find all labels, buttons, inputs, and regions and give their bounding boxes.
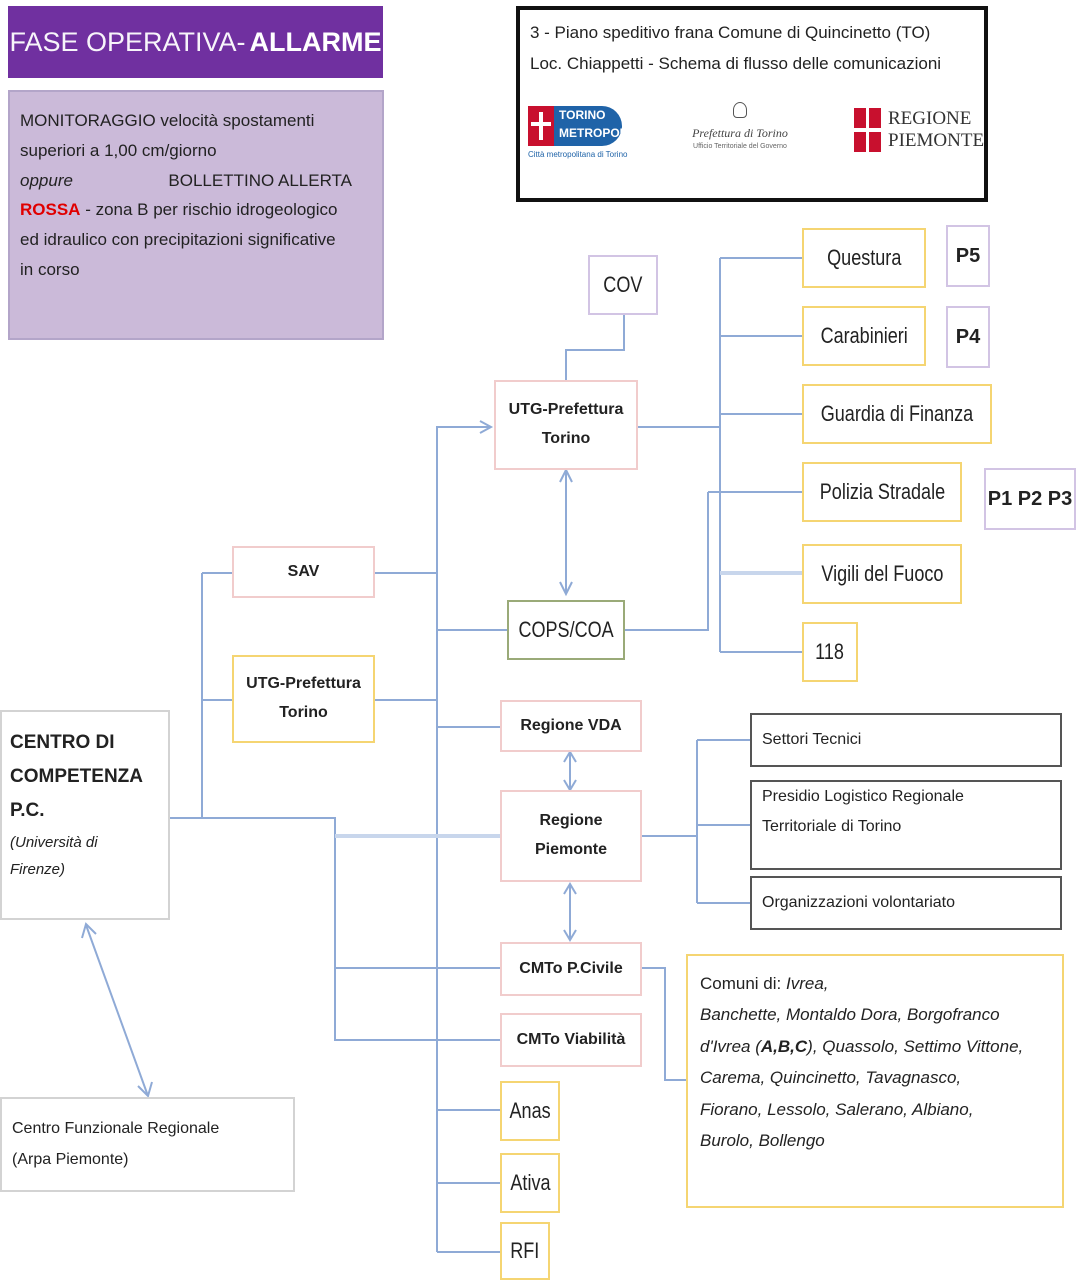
comuni-line-6: Burolo, Bollengo [700,1131,825,1151]
regione-logo-l1: REGIONE [888,108,972,129]
comuni-line-1: Comuni di: Ivrea, [700,968,1050,999]
phase-name: ALLARME [249,26,382,57]
phase-header: FASE OPERATIVA- ALLARME [8,6,383,78]
node-cov: COV [588,255,658,315]
badge-p1-p2-p3: P1 P2 P3 [984,468,1076,530]
utg-left-l1: UTG-Prefettura [246,675,361,693]
node-centro-competenza: CENTRO DI COMPETENZA P.C. (Università di… [0,710,170,920]
piemonte-l1: Regione [539,812,603,830]
node-regione-piemonte: Regione Piemonte [500,790,642,882]
cond-line-3: oppure BOLLETTINO ALLERTA [20,166,372,196]
node-settori-tecnici: Settori Tecnici [750,713,1062,767]
cond-line-5: ed idraulico con precipitazioni signific… [20,230,336,249]
torino-logo-sub: Città metropolitana di Torino [528,150,628,159]
node-polizia-stradale: Polizia Stradale [802,462,962,522]
node-cmto-pcivile: CMTo P.Civile [500,942,642,996]
node-cmto-viabilita: CMTo Viabilità [500,1013,642,1067]
utg-top-l2: Torino [541,430,591,447]
comuni-first: Ivrea, [786,974,829,993]
cfr-l1: Centro Funzionale Regionale [12,1120,220,1138]
badge-p4: P4 [946,306,990,368]
cond-line-1: MONITORAGGIO velocità spostamenti [20,111,315,130]
torino-logo-red-block [528,106,554,146]
regione-piemonte-logo: REGIONE PIEMONTE [854,108,984,158]
comuni-line-4: Carema, Quincinetto, Tavagnasco, [700,1068,962,1088]
node-centro-funzionale: Centro Funzionale Regionale (Arpa Piemon… [0,1097,295,1192]
prefettura-logo: Prefettura di Torino Ufficio Territorial… [680,102,800,172]
torino-logo-blue-block: TORINO METROPOLI [554,106,631,146]
alert-condition-box: MONITORAGGIO velocità spostamenti superi… [8,90,384,340]
plan-title-box: 3 - Piano speditivo frana Comune di Quin… [516,6,988,202]
prefettura-logo-sub: Ufficio Territoriale del Governo [693,143,787,150]
cond-line-2: superiori a 1,00 cm/giorno [20,140,217,160]
comuni-line-5: Fiorano, Lessolo, Salerano, Albiano, [700,1099,974,1119]
plan-title-line-2: Loc. Chiappetti - Schema di flusso delle… [530,53,942,73]
node-organizzazioni-volontariato: Organizzazioni volontariato [750,876,1062,930]
regione-logo-text: REGIONE PIEMONTE [888,108,984,152]
node-anas: Anas [500,1081,560,1141]
comuni-line-3: d'Ivrea (A,B,C), Quassolo, Settimo Vitto… [700,1036,1024,1056]
cond-line-6: in corso [20,259,80,279]
node-ativa: Ativa [500,1153,560,1213]
node-presidio-logistico: Presidio Logistico Regionale Territorial… [750,780,1062,870]
node-guardia-finanza: Guardia di Finanza [802,384,992,444]
regione-flag-icon [854,108,884,154]
prefettura-logo-l1: Prefettura di Torino [692,126,788,140]
cond-rossa: ROSSA [20,200,81,220]
cond-bollettino: BOLLETTINO ALLERTA [168,170,352,190]
cond-oppure: oppure [20,170,73,190]
comuni-line-2: Banchette, Montaldo Dora, Borgofranco [700,1005,1000,1025]
cond-line-4: ROSSA - zona B per rischio idrogeologico [20,195,372,225]
presidio-l2: Territoriale di Torino [762,818,902,836]
cfr-l2: (Arpa Piemonte) [12,1150,129,1168]
torino-logo-l1: TORINO [559,108,606,122]
presidio-l1: Presidio Logistico Regionale [762,788,964,805]
node-utg-prefettura-top: UTG-Prefettura Torino [494,380,638,470]
comuni-zones: A,B,C [760,1036,808,1056]
centro-l1: CENTRO DI [10,732,115,753]
node-sav: SAV [232,546,375,598]
emblem-icon [733,102,747,118]
utg-top-l1: UTG-Prefettura [508,401,624,419]
plan-title-line-1: 3 - Piano speditivo frana Comune di Quin… [530,23,931,42]
node-vigili-fuoco: Vigili del Fuoco [802,544,962,604]
torino-metropoli-logo: TORINO METROPOLI Città metropolitana di … [528,106,631,168]
node-118: 118 [802,622,858,682]
node-rfi: RFI [500,1222,550,1280]
node-regione-vda: Regione VDA [500,700,642,752]
node-questura: Questura [802,228,926,288]
comuni-list-box: Comuni di: Ivrea, Banchette, Montaldo Do… [686,954,1064,1208]
cond-rest: - zona B per rischio idrogeologico [80,200,338,220]
torino-logo-l2: METROPOLI [559,126,631,140]
piemonte-l2: Piemonte [534,841,607,858]
centro-l3: P.C. [10,800,45,822]
centro-l5: Firenze) [10,860,66,878]
badge-p5: P5 [946,225,990,287]
phase-prefix: FASE OPERATIVA- [9,26,246,57]
utg-left-l2: Torino [279,704,328,721]
node-utg-prefettura-left: UTG-Prefettura Torino [232,655,375,743]
node-carabinieri: Carabinieri [802,306,926,366]
node-cops-coa: COPS/COA [507,600,625,660]
centro-l2: COMPETENZA [10,766,143,788]
centro-l4: (Università di [10,833,98,851]
regione-logo-l2: PIEMONTE [888,130,985,151]
comuni-head: Comuni di: [700,974,782,993]
